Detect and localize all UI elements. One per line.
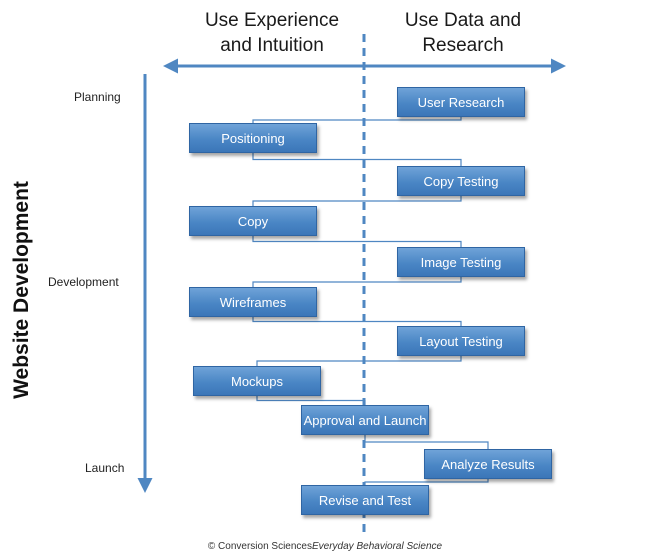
header-left: Use Experience and Intuition: [177, 8, 367, 58]
side-title: Website Development: [10, 181, 33, 399]
step-user-research: User Research: [397, 87, 525, 117]
step-copy: Copy: [189, 206, 317, 236]
header-left-line-1: Use Experience: [204, 10, 340, 31]
credit-tagline: Everyday Behavioral Science: [312, 541, 443, 552]
credit-line: © Conversion SciencesEveryday Behavioral…: [0, 541, 650, 552]
connector-line: [252, 236, 462, 247]
step-layout-testing: Layout Testing: [397, 326, 525, 356]
header-left-line-2: and Intuition: [220, 35, 324, 56]
header-right-line-2: Research: [422, 35, 504, 56]
connector-line: [252, 317, 462, 326]
connector-line: [252, 117, 462, 123]
step-approval-and-launch: Approval and Launch: [301, 405, 429, 435]
connector-line: [256, 356, 462, 366]
step-wireframes: Wireframes: [189, 287, 317, 317]
step-revise-and-test: Revise and Test: [301, 485, 429, 515]
connector-line: [364, 479, 489, 485]
connector-lines: [252, 117, 489, 485]
connector-line: [252, 196, 462, 206]
stage-label-planning: Planning: [74, 90, 121, 104]
step-mockups: Mockups: [193, 366, 321, 396]
connector-line: [256, 396, 366, 405]
stage-label-development: Development: [48, 275, 119, 289]
connector-line: [252, 153, 462, 166]
step-copy-testing: Copy Testing: [397, 166, 525, 196]
step-analyze-results: Analyze Results: [424, 449, 552, 479]
step-positioning: Positioning: [189, 123, 317, 153]
stage-label-launch: Launch: [85, 461, 125, 475]
step-image-testing: Image Testing: [397, 247, 525, 277]
credit-org: © Conversion Sciences: [207, 541, 312, 552]
connector-line: [364, 435, 489, 449]
header-right-line-1: Use Data and: [404, 10, 522, 31]
connector-line: [252, 277, 462, 287]
header-right: Use Data and Research: [368, 8, 558, 58]
